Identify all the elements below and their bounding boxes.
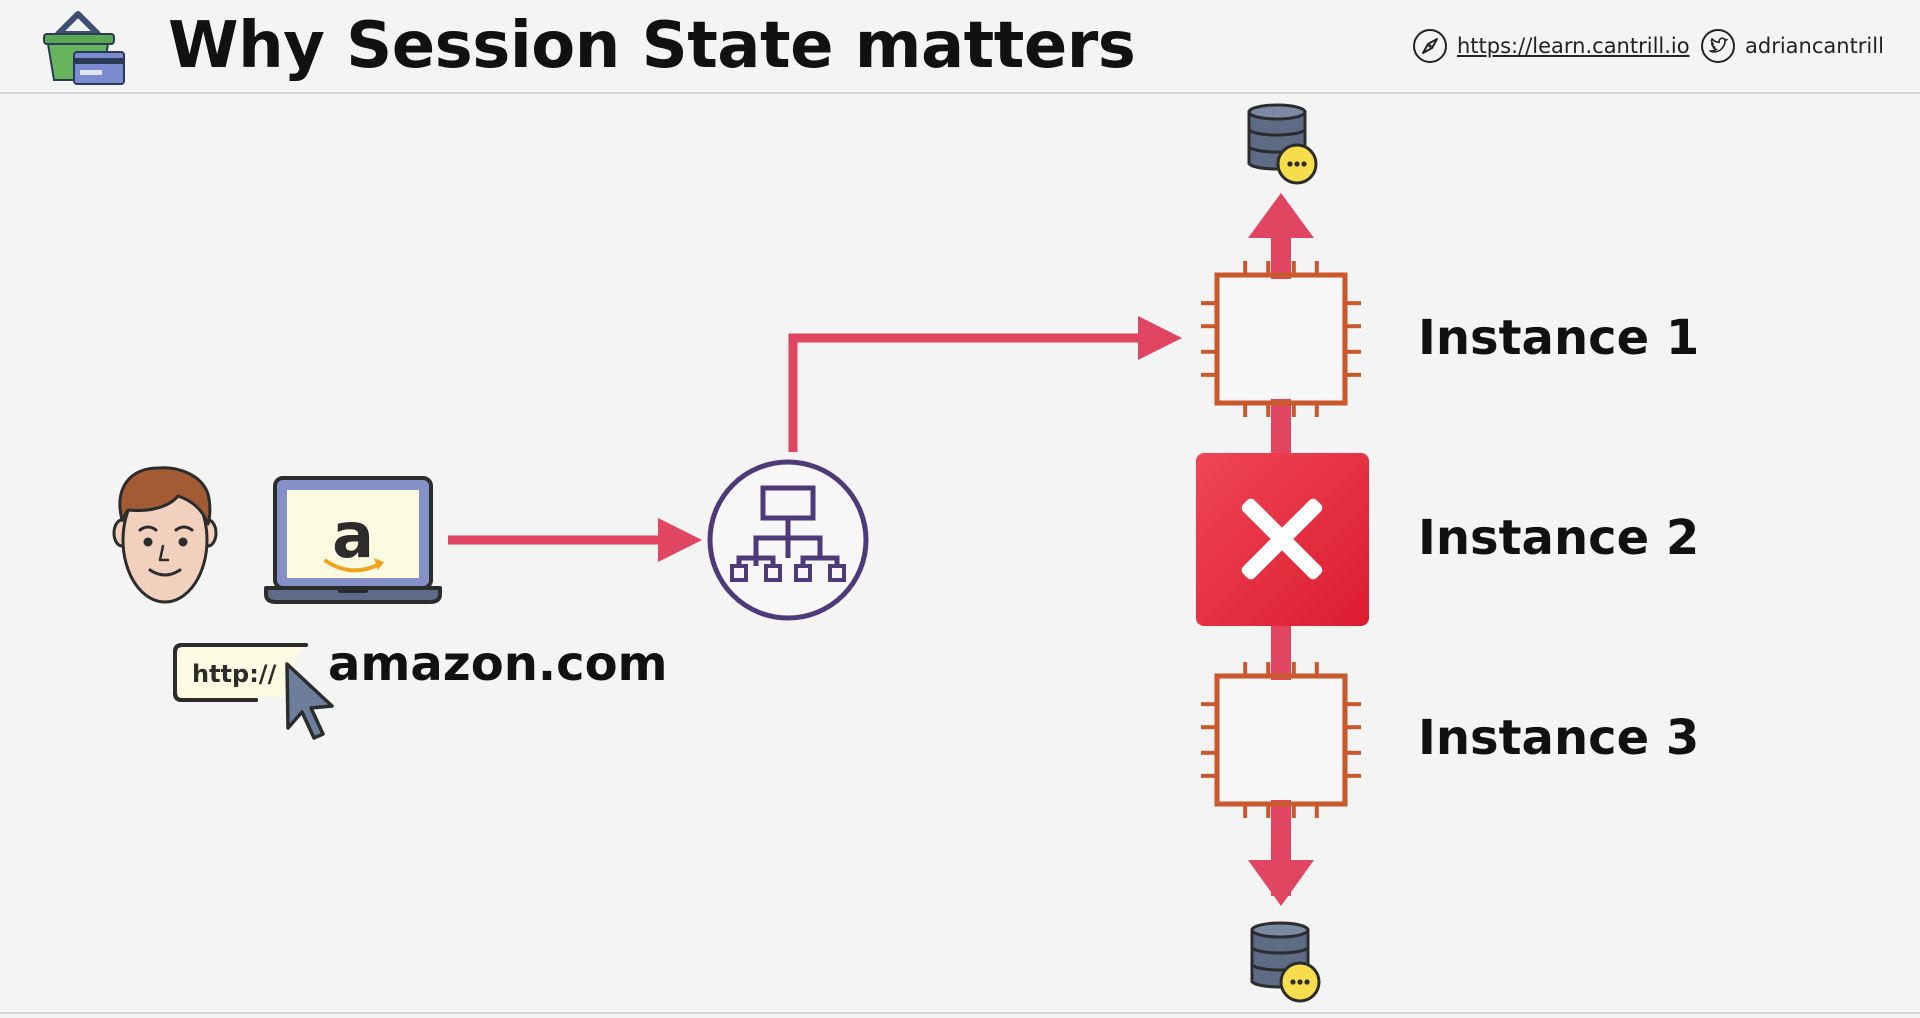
website-link[interactable]: https://learn.cantrill.io xyxy=(1412,26,1690,66)
laptop-icon: a xyxy=(264,476,442,604)
basket-icon xyxy=(43,11,125,85)
failure-icon xyxy=(1196,453,1369,626)
balancer-to-instance1-arrow xyxy=(788,316,1182,452)
page-title: Why Session State matters xyxy=(168,9,1136,83)
amazon-logo-icon: a xyxy=(324,499,384,573)
ec2-instance-icon xyxy=(1201,662,1361,818)
url-bar: http:// xyxy=(173,643,334,740)
ec2-instance-icon xyxy=(1201,261,1361,417)
load-balancer-icon xyxy=(707,459,869,621)
twitter-link[interactable]: adriancantrill xyxy=(1700,26,1884,66)
user-avatar-icon xyxy=(112,466,218,604)
cursor-icon xyxy=(285,662,334,740)
compass-icon xyxy=(1413,29,1447,63)
instance-2-label: Instance 2 xyxy=(1418,510,1700,566)
client-to-balancer-arrow xyxy=(448,518,702,562)
http-label: http:// xyxy=(192,660,277,688)
twitter-icon xyxy=(1701,29,1735,63)
twitter-handle[interactable]: adriancantrill xyxy=(1745,34,1884,58)
instance-1-label: Instance 1 xyxy=(1418,310,1700,366)
svg-text:a: a xyxy=(332,499,374,572)
domain-label: amazon.com xyxy=(328,636,668,692)
slide-header: Why Session State matters https://learn.… xyxy=(0,0,1920,94)
website-url[interactable]: https://learn.cantrill.io xyxy=(1457,34,1690,58)
footer-divider xyxy=(0,1012,1920,1014)
instance-3-label: Instance 3 xyxy=(1418,710,1700,766)
database-icon xyxy=(1250,921,1321,1003)
database-icon xyxy=(1247,103,1318,185)
